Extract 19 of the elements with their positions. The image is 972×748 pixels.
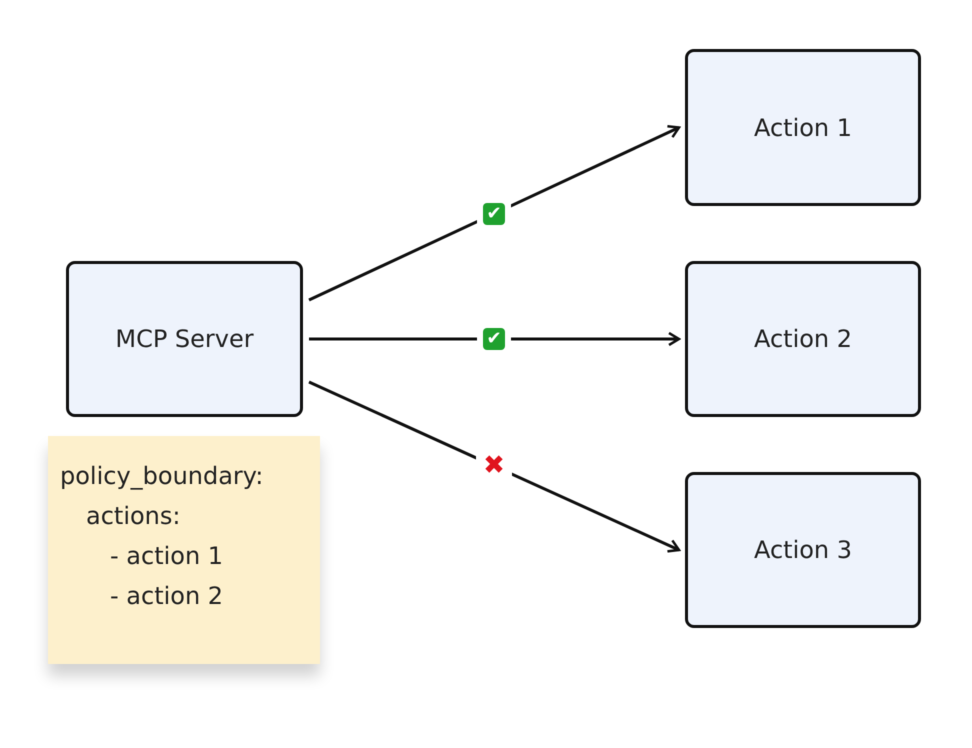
code-line: - action 2 (110, 581, 224, 612)
code-line: actions: (86, 501, 180, 532)
check-mark: ✔ (483, 328, 505, 350)
process-box (685, 261, 921, 417)
sticky-note (48, 436, 320, 664)
code-line: - action 1 (110, 541, 224, 572)
code-line: policy_boundary: (60, 461, 264, 492)
cross-mark: ✖ (482, 454, 506, 476)
check-mark: ✔ (483, 202, 505, 225)
node-label: MCP Server (115, 325, 254, 353)
arrow (309, 332, 680, 346)
node-label: Action 2 (754, 325, 852, 353)
process-box (66, 261, 303, 417)
node-label: Action 3 (754, 536, 852, 564)
process-box (685, 472, 921, 628)
node-label: Action 1 (754, 114, 852, 142)
process-box (685, 49, 921, 206)
arrow (308, 125, 680, 302)
arrow (308, 380, 680, 553)
